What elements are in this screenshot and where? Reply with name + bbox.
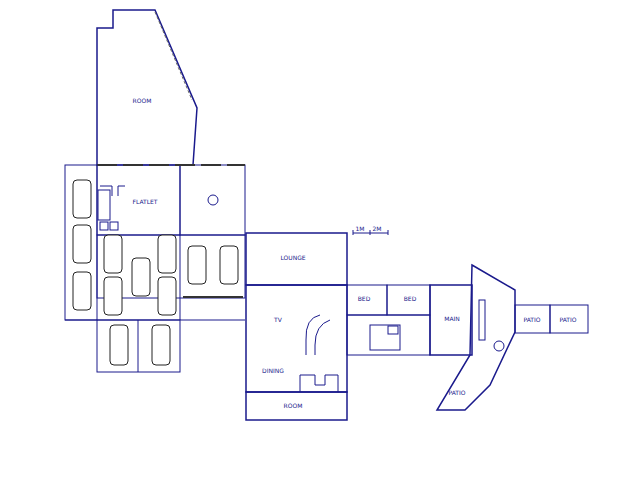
room-label: BED [404,296,417,302]
room-label: MAIN [444,316,460,322]
room-label: ROOM [133,98,152,104]
room-label: 2M [373,226,382,232]
room-label: LOUNGE [280,255,305,261]
room-label: PATIO [559,317,576,323]
room-label: DINING [262,368,284,374]
room-label: PATIO [523,317,540,323]
room-label: BED [358,296,371,302]
room-label: FLATLET [132,199,157,205]
room-label: ROOM [284,403,303,409]
room-label: PATIO [448,390,465,396]
room-label: 1M [356,226,365,232]
room-label: TV [274,317,282,323]
